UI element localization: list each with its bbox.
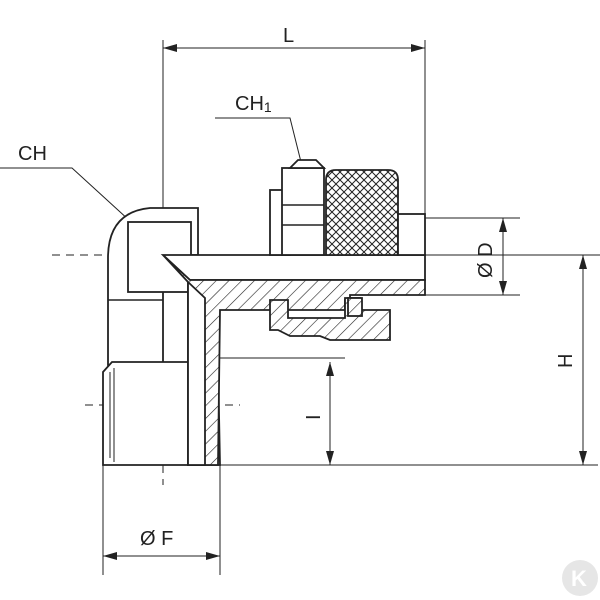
knurled-sleeve — [325, 169, 399, 256]
label-f: Ø F — [140, 528, 173, 550]
label-ch1: CH1 — [235, 93, 272, 115]
dimension-f: Ø F — [102, 465, 221, 575]
union-nut — [269, 159, 327, 256]
label-d: Ø D — [475, 242, 497, 278]
callout-ch1: CH1 — [215, 93, 304, 171]
label-h: H — [555, 354, 577, 368]
dimension-i: I — [218, 357, 345, 465]
dimension-h: H — [425, 254, 598, 465]
section-body — [160, 254, 426, 466]
watermark-logo: K — [562, 560, 598, 596]
logo-letter: K — [571, 566, 587, 591]
label-i: I — [303, 414, 325, 420]
callout-ch: CH — [0, 143, 143, 233]
tube-end — [397, 213, 426, 256]
label-l: L — [283, 25, 294, 47]
elbow-body — [107, 207, 199, 366]
lower-nut-section — [269, 297, 391, 341]
label-ch: CH — [18, 143, 47, 165]
